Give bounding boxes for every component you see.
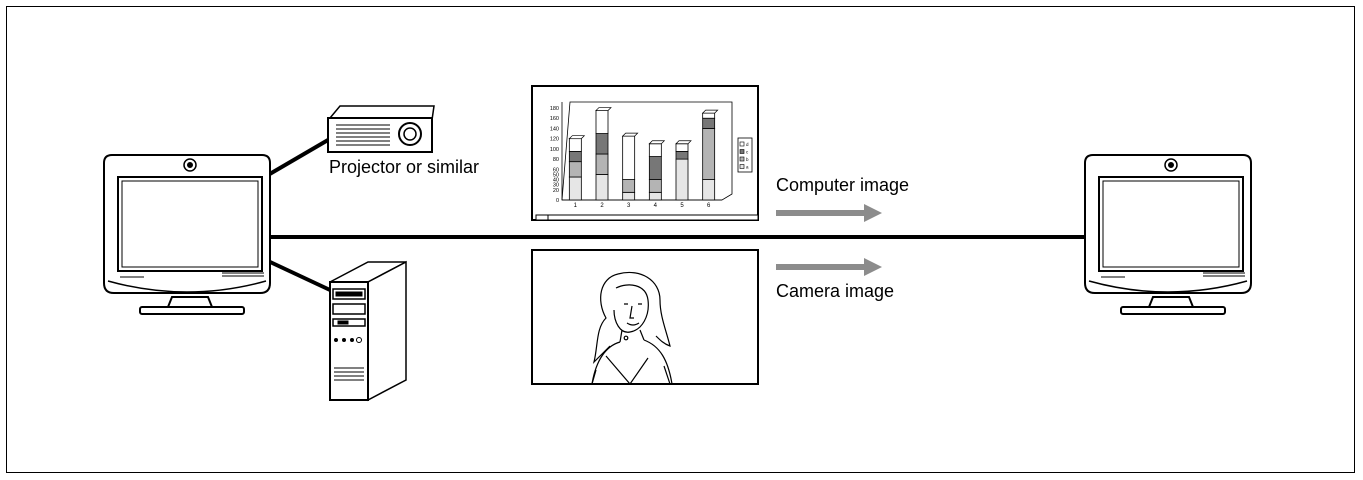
bar-segment — [568, 151, 582, 163]
bar-segment — [595, 174, 609, 201]
bar-segment — [622, 179, 636, 193]
projector-icon — [327, 105, 435, 153]
y-tick-label: 20 — [553, 188, 559, 194]
computer-link-line — [267, 259, 331, 292]
legend-label: a — [746, 165, 749, 170]
person-portrait-icon — [591, 271, 673, 385]
y-tick-label: 180 — [550, 106, 559, 112]
bar-segment — [702, 128, 716, 180]
bar-segment — [595, 110, 609, 134]
camera-image-screen — [531, 249, 759, 385]
y-tick-label: 160 — [550, 116, 559, 122]
bar-segment — [648, 179, 662, 193]
bar-segment — [675, 151, 689, 160]
bar-segment — [702, 179, 716, 201]
bar-segment — [622, 135, 636, 180]
connection-lines — [266, 138, 1092, 292]
legend-swatch — [739, 141, 745, 147]
x-tick-label: 1 — [574, 203, 578, 209]
projector-label: Projector or similar — [329, 157, 480, 177]
computer-image-label: Computer image — [776, 175, 910, 195]
bar-segment — [648, 143, 662, 157]
bar-segment — [648, 191, 662, 201]
y-tick-label: 50 — [553, 172, 559, 178]
x-tick-label: 3 — [627, 203, 631, 209]
y-tick-label: 120 — [550, 137, 559, 143]
right-terminal-icon — [1084, 154, 1252, 315]
bar-segment — [622, 191, 636, 201]
bar-segment — [568, 161, 582, 178]
x-tick-label: 4 — [654, 203, 658, 209]
y-tick-label: 140 — [550, 126, 559, 132]
x-tick-label: 6 — [707, 203, 711, 209]
x-tick-label: 5 — [680, 203, 684, 209]
chart-legend — [737, 137, 753, 173]
bar-segment — [568, 176, 582, 201]
camera-image-label: Camera image — [776, 281, 895, 301]
computer-tower-icon — [329, 260, 407, 402]
y-tick-label: 30 — [553, 183, 559, 189]
bar-segment — [595, 153, 609, 175]
left-terminal-icon — [103, 154, 271, 315]
bar-top-cap — [675, 140, 692, 145]
legend-swatch — [739, 149, 745, 154]
camera-image-arrow-icon — [776, 258, 882, 276]
bar-segment — [675, 143, 689, 152]
bar-segment — [702, 117, 716, 129]
bar-top-cap — [595, 107, 612, 111]
bar-segment — [702, 112, 716, 119]
bar-segment — [568, 138, 582, 152]
projector-link-line — [266, 138, 330, 177]
legend-label: c — [746, 150, 749, 155]
y-tick-label: 80 — [553, 157, 559, 163]
y-tick-label: 0 — [556, 198, 559, 204]
legend-label: d — [746, 142, 749, 147]
bar-top-cap — [621, 132, 639, 137]
bar-segment — [595, 133, 609, 155]
y-tick-label: 40 — [553, 178, 559, 184]
computer-image-arrow-icon — [776, 204, 882, 222]
bar-segment — [648, 156, 662, 180]
bar-top-cap — [648, 140, 666, 145]
legend-label: b — [746, 157, 749, 162]
y-tick-label: 60 — [553, 167, 559, 173]
x-tick-label: 2 — [600, 203, 604, 209]
diagram-frame — [6, 6, 1355, 473]
bar-segment — [675, 158, 689, 201]
legend-swatch — [739, 156, 745, 162]
bar-top-cap — [701, 109, 719, 114]
y-tick-label: 100 — [550, 147, 559, 153]
legend-swatch — [739, 164, 745, 169]
bar-top-cap — [568, 135, 586, 140]
